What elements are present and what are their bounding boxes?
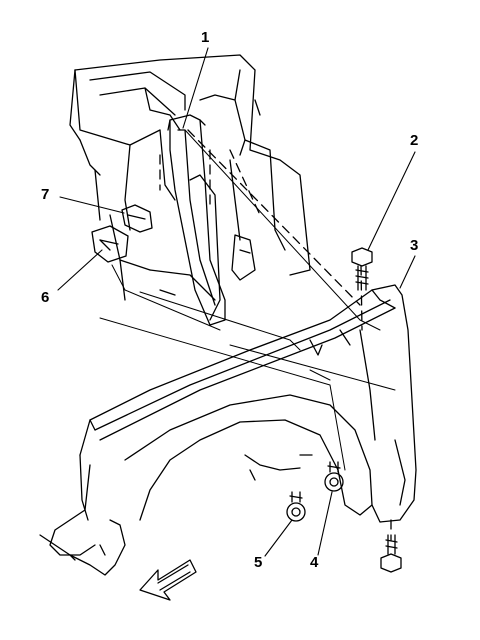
bolt-lower	[380, 534, 402, 573]
leader-lines	[99, 129, 396, 471]
callout-leaders	[57, 47, 416, 557]
callout-label-3: 3	[410, 237, 419, 254]
fender-part-3	[39, 284, 417, 576]
clip-part-7	[121, 204, 153, 233]
callout-label-7: 7	[41, 186, 50, 203]
callout-label-6: 6	[41, 289, 50, 306]
bolt-part-4	[324, 461, 344, 492]
callout-label-5: 5	[254, 554, 263, 571]
alignment-dashed-lines	[159, 129, 392, 541]
callout-label-1: 1	[201, 29, 210, 46]
callout-label-4: 4	[310, 554, 319, 571]
bolt-part-2	[351, 247, 373, 291]
bracket-part-6	[91, 225, 129, 263]
vehicle-body-structure	[69, 54, 311, 321]
front-arrow-icon	[139, 559, 197, 601]
bolt-part-5	[286, 491, 306, 522]
callout-label-2: 2	[410, 132, 419, 149]
support-bracket-part-1	[167, 114, 226, 326]
